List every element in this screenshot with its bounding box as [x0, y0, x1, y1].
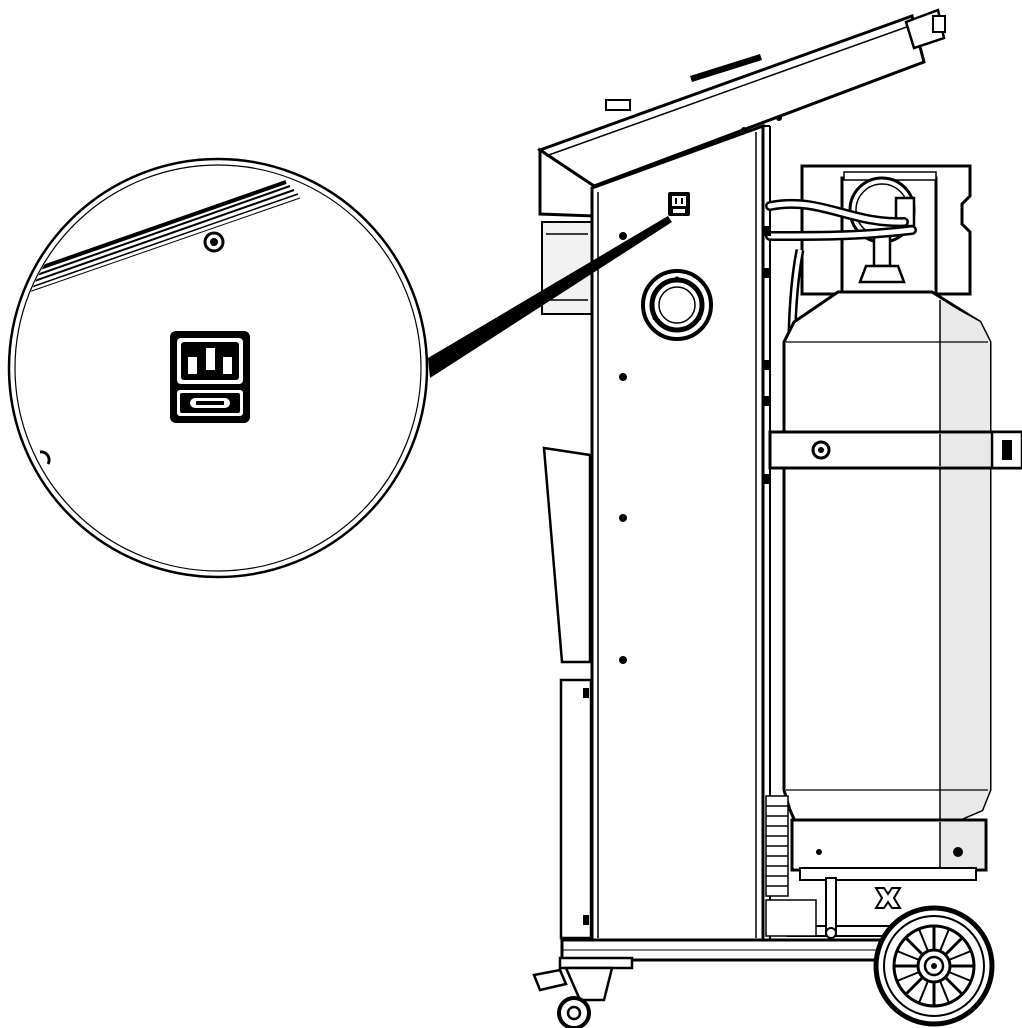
cylinder-base-bracket [825, 877, 902, 939]
gas-cylinder [782, 290, 992, 881]
front-caster-wheel [532, 956, 634, 1028]
rear-large-wheel [873, 905, 995, 1027]
iec-power-inlet-magnified [170, 331, 250, 423]
frame-mounting-tabs [763, 226, 771, 484]
cylinder-retaining-strap [768, 430, 1022, 470]
rear-side-panel-angled [542, 446, 592, 664]
magnifier-leader-line [428, 216, 672, 378]
rear-lower-box [559, 678, 593, 940]
compressor-fins [765, 795, 817, 937]
power-inlet-socket-small [668, 192, 690, 216]
panel-rivets [619, 232, 627, 664]
round-gauge-port [641, 269, 713, 341]
